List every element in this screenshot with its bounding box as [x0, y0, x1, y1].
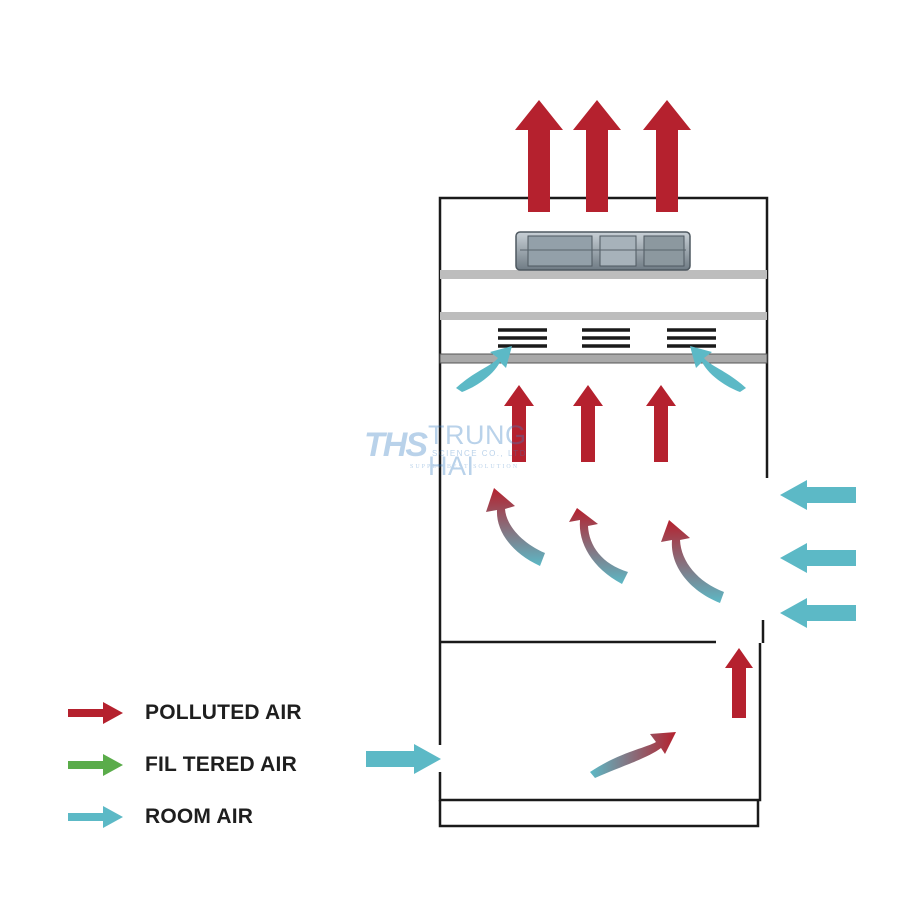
cabinet-base	[438, 800, 760, 828]
exhaust-arrow	[643, 100, 691, 212]
watermark-logo: THS TRUNG HAI SCIENCE CO., LTD SUPPLY BE…	[362, 418, 552, 481]
legend-room-label: ROOM AIR	[145, 805, 254, 828]
watermark-subtitle: SCIENCE CO., LTD	[432, 449, 527, 458]
legend-polluted-label: POLLUTED AIR	[145, 701, 302, 724]
watermark-name: TRUNG HAI	[428, 420, 527, 481]
watermark-logo-mark: THS	[364, 426, 428, 464]
legend-filtered-label: FIL TERED AIR	[145, 753, 297, 776]
cabinet	[438, 196, 769, 828]
room-air-arrow	[780, 480, 856, 510]
up-arrow	[646, 385, 676, 462]
room-air-arrow	[780, 598, 856, 628]
exhaust-vent-slots	[498, 328, 716, 348]
legend-room-arrow	[68, 806, 123, 828]
front-room-air-arrows	[366, 480, 856, 774]
curved-room-air-arrow	[456, 346, 512, 392]
legend-arrows	[68, 702, 123, 828]
up-arrow	[504, 385, 534, 462]
curved-room-air-arrow	[690, 346, 746, 392]
legend-filtered-arrow	[68, 754, 123, 776]
work-zone-curved-arrows	[486, 488, 724, 603]
work-zone-up-arrows	[504, 385, 753, 718]
cabinet-lower-section	[438, 643, 762, 802]
up-arrow	[573, 385, 603, 462]
hepa-filter-upper	[440, 270, 767, 279]
hepa-filter-lower	[440, 312, 767, 320]
room-air-arrow	[366, 744, 441, 774]
curved-airflow-arrow	[661, 520, 724, 603]
blower-fan	[515, 231, 691, 271]
curved-airflow-arrow	[569, 508, 628, 584]
room-air-arrow	[780, 543, 856, 573]
plenum-room-air-arrows	[456, 346, 746, 392]
bottom-curved-airflow-arrow	[590, 732, 676, 778]
plenum-plate	[439, 353, 768, 364]
legend-polluted-arrow	[68, 702, 123, 724]
watermark-tagline: SUPPLY BEST SOLUTION	[410, 464, 520, 470]
exhaust-arrow	[573, 100, 621, 212]
up-arrow	[725, 648, 753, 718]
exhaust-arrows	[515, 100, 691, 212]
curved-airflow-arrow	[486, 488, 545, 566]
exhaust-arrow	[515, 100, 563, 212]
